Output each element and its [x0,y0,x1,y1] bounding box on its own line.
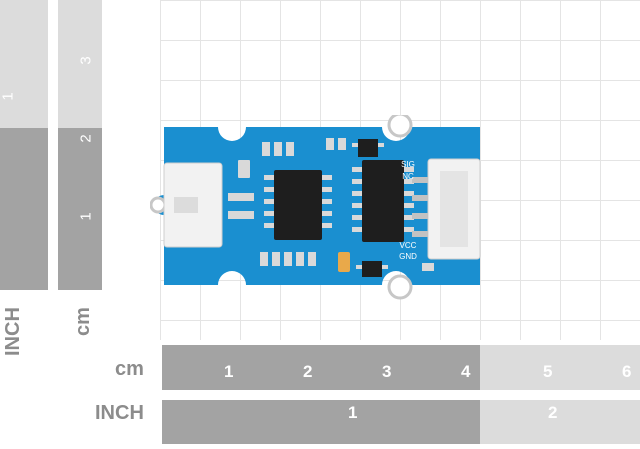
silkscreen-sig: SIG [401,160,415,169]
vertical-inch-label: INCH [2,307,24,356]
smd-components [238,138,434,271]
silkscreen-nc: NC [402,172,414,181]
horizontal-cm-tick-3: 3 [382,362,392,381]
horizontal-inch-label: INCH [95,402,144,424]
vertical-cm-label: cm [72,307,94,336]
mounting-hole [387,115,413,138]
horizontal-inch-tick-2: 2 [548,403,558,422]
grove-connector [412,158,481,260]
silkscreen-vcc: VCC [400,241,417,250]
horizontal-cm-tick-5: 5 [543,362,553,381]
vertical-inch-tick-1: 1 [0,92,17,101]
horizontal-cm-tick-1: 1 [224,362,234,381]
silkscreen-gnd: GND [399,252,417,261]
vertical-cm-tick-3: 3 [77,56,95,65]
ic-chip-left [264,170,332,240]
sensor-board: SIG NC VCC GND [150,115,481,300]
mounting-hole [150,196,167,214]
horizontal-cm-label: cm [115,358,144,380]
horizontal-inch-ruler: 1 2 [162,400,640,444]
horizontal-cm-tick-4: 4 [461,362,471,381]
horizontal-cm-tick-6: 6 [622,362,632,381]
vertical-cm-ruler: 3 2 1 [58,0,102,290]
vertical-inch-ruler: 1 [0,0,48,290]
horizontal-cm-ruler: 1 2 3 4 5 6 [162,345,640,390]
vertical-cm-tick-2: 2 [77,134,95,143]
vertical-cm-tick-1: 1 [77,212,95,221]
horizontal-inch-tick-1: 1 [348,403,358,422]
mounting-hole [387,274,413,300]
transistor-bottom [356,261,388,277]
horizontal-cm-tick-2: 2 [303,362,313,381]
transistor-top [352,139,384,157]
left-connector [163,162,254,248]
ic-chip-right [352,160,414,242]
tantalum-capacitor [338,252,350,272]
